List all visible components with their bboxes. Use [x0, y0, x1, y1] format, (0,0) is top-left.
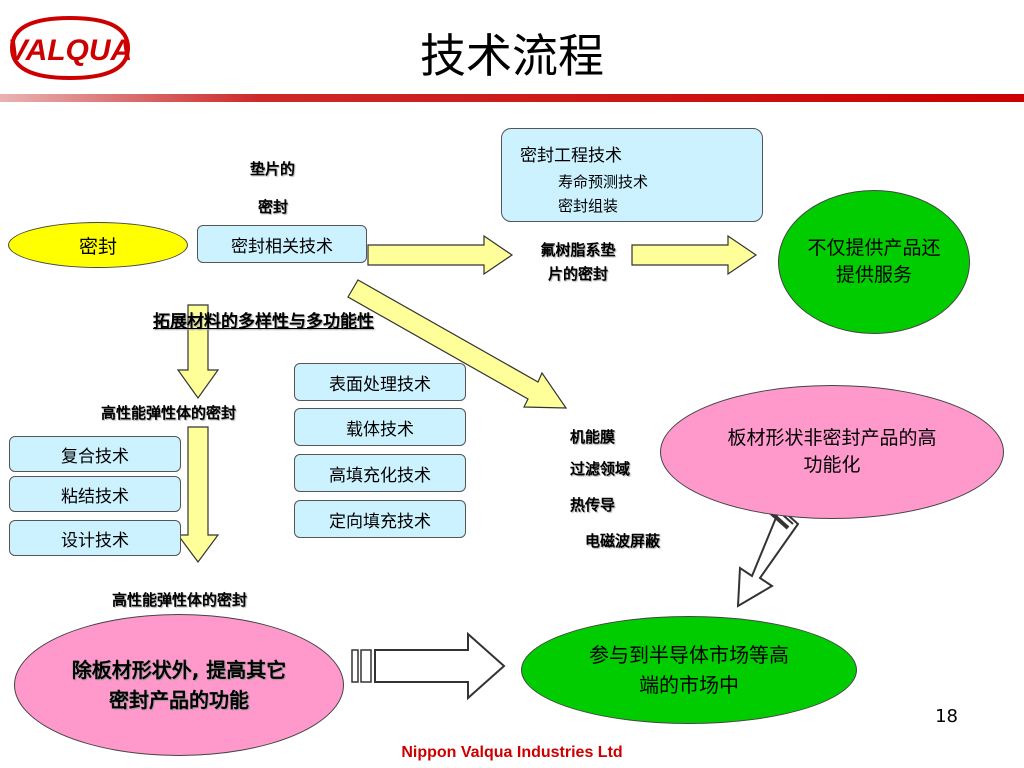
carrier-tech-box: 载体技术	[294, 408, 466, 446]
surface-treatment-box: 表面处理技术	[294, 363, 466, 401]
other-products-oval: 除板材形状外, 提高其它密封产品的功能	[14, 614, 344, 756]
high-filling-text: 高填充化技术	[329, 465, 431, 486]
arrow-to-service	[631, 234, 758, 276]
arrow-white-right	[374, 631, 506, 701]
semiconductor-text: 参与到半导体市场等高端的市场中	[589, 643, 789, 697]
title-divider	[0, 94, 1024, 102]
seal-tech-text: 密封相关技术	[231, 236, 333, 257]
arrow-to-fluoro	[367, 234, 514, 276]
seal-oval: 密封	[8, 222, 188, 268]
sheet-oval: 板材形状非密封产品的高功能化	[660, 385, 1004, 519]
semiconductor-oval: 参与到半导体市场等高端的市场中	[521, 616, 857, 724]
high-filling-box: 高填充化技术	[294, 454, 466, 492]
oriented-filling-box: 定向填充技术	[294, 500, 466, 538]
arrow-stripe-2	[360, 649, 372, 683]
footer-company: Nippon Valqua Industries Ltd	[401, 744, 623, 761]
valqua-logo: VALQUA	[8, 15, 132, 81]
design-tech-text: 设计技术	[61, 530, 129, 551]
sheet-text: 板材形状非密封产品的高功能化	[727, 427, 937, 476]
page-title: 技术流程	[420, 29, 604, 83]
elastomer-label-1: 高性能弹性体的密封	[101, 404, 237, 422]
oriented-filling-text: 定向填充技术	[329, 511, 431, 532]
func-membrane-label: 机能膜	[570, 428, 616, 446]
filtration-label: 过滤领域	[570, 460, 631, 478]
arrow-down-1	[176, 304, 220, 400]
surface-treatment-text: 表面处理技术	[329, 374, 431, 395]
service-oval: 不仅提供产品还提供服务	[778, 190, 970, 334]
seal-engineering-box: 密封工程技术 寿命预测技术 密封组装	[501, 128, 763, 222]
service-text: 不仅提供产品还提供服务	[807, 237, 941, 286]
seal-engineering-title: 密封工程技术	[520, 146, 622, 166]
bonding-tech-text: 粘结技术	[61, 486, 129, 507]
emi-shielding-label: 电磁波屏蔽	[585, 532, 661, 550]
logo-text: VALQUA	[8, 34, 132, 67]
arrow-white-diagonal	[736, 506, 800, 608]
arrow-down-2	[176, 426, 220, 564]
heat-conduction-label: 热传导	[570, 496, 616, 514]
gasket-label-line1: 垫片的	[250, 160, 296, 178]
seal-assembly-item: 密封组装	[558, 197, 619, 215]
fluoro-label: 氟树脂系垫片的密封	[540, 241, 616, 283]
page-number: 18	[935, 706, 958, 727]
arrow-stripe-1	[351, 649, 359, 683]
carrier-tech-text: 载体技术	[346, 419, 414, 440]
seal-text: 密封	[78, 235, 117, 258]
composite-tech-box: 复合技术	[9, 436, 181, 472]
arrow-diagonal	[347, 279, 568, 409]
other-products-text: 除板材形状外, 提高其它密封产品的功能	[71, 658, 287, 712]
life-prediction-item: 寿命预测技术	[558, 173, 649, 191]
gasket-label-line2: 密封	[258, 198, 289, 216]
diversity-label: 拓展材料的多样性与多功能性	[153, 312, 374, 332]
composite-tech-text: 复合技术	[61, 446, 129, 467]
elastomer-label-2: 高性能弹性体的密封	[112, 591, 248, 609]
design-tech-box: 设计技术	[9, 520, 181, 556]
seal-tech-box: 密封相关技术	[197, 225, 367, 263]
bonding-tech-box: 粘结技术	[9, 476, 181, 512]
